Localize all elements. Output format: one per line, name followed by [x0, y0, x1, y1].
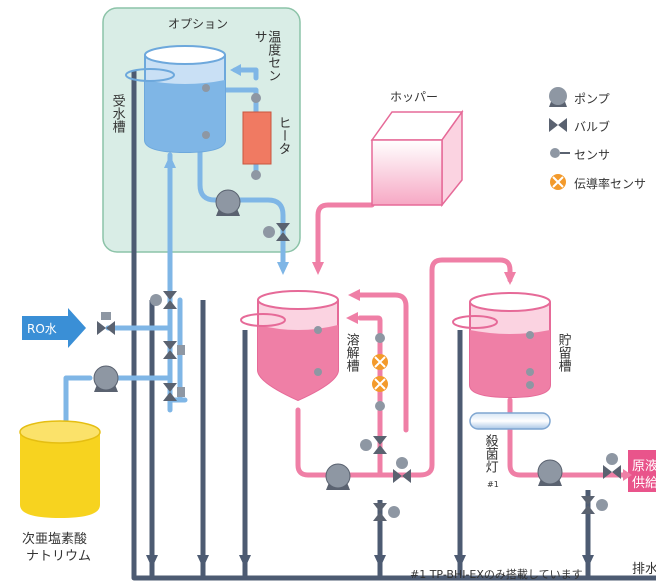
ro-water-label: RO水 [27, 322, 57, 336]
supply-box [628, 450, 656, 492]
sterilizing-lamp-label: 殺菌灯 [482, 434, 498, 473]
legend-conductivity-label: 伝導率センサ [574, 176, 647, 191]
footnote: #1 TP-BHI-EXのみ搭載しています [410, 568, 583, 581]
legend-sensor-icon [550, 148, 570, 158]
supply-label-1: 原液 [632, 459, 656, 474]
hopper [370, 109, 464, 208]
liquid-lines [295, 202, 633, 478]
conductivity-sensors [372, 333, 388, 411]
legend-icons [549, 87, 570, 190]
legend-pump-label: ポンプ [574, 91, 610, 106]
hypochlorite-label-1: 次亜塩素酸 [22, 532, 88, 547]
pump-dissolving [325, 463, 351, 490]
dissolving-tank [240, 290, 339, 402]
ro-water-arrow [22, 308, 86, 348]
pumps [93, 189, 563, 490]
heater-label: ヒータ [275, 116, 291, 155]
legend-valve-label: バルブ [574, 119, 611, 134]
legend-sensor-label: センサ [574, 147, 611, 162]
storage-tank [452, 292, 551, 399]
sterilizing-lamp [469, 412, 551, 430]
dissolving-tank-label: 溶解槽 [343, 333, 359, 372]
drain-label: 排水 [632, 562, 656, 577]
sterilizing-lamp-note: #1 [487, 480, 499, 489]
pump-heater [215, 189, 241, 216]
receiving-tank-label: 受水槽 [109, 94, 125, 133]
storage-tank-label: 貯留槽 [555, 333, 571, 372]
hypochlorite-label-2: ナトリウム [26, 549, 92, 564]
legend-sensor: センサ [548, 144, 610, 164]
legend-conductivity-icon [550, 174, 566, 190]
legend-valve: バルブ [548, 116, 610, 136]
pump-storage [537, 459, 563, 486]
heater [242, 111, 272, 165]
hopper-label: ホッパー [390, 90, 439, 104]
hypochlorite-tank [19, 420, 101, 518]
temp-sensor-label: 温度センサ [251, 30, 281, 82]
drain-lines [131, 70, 656, 581]
legend-conductivity: 伝導率センサ [548, 173, 646, 193]
receiving-tank [125, 45, 226, 154]
option-label: オプション [168, 17, 229, 31]
pump-hypochlorite [93, 365, 119, 392]
drain-arrows [146, 555, 594, 568]
legend-pump: ポンプ [548, 88, 610, 108]
supply-label-2: 供給 [632, 476, 656, 491]
valves [97, 223, 621, 521]
legend-pump-icon [549, 87, 567, 107]
